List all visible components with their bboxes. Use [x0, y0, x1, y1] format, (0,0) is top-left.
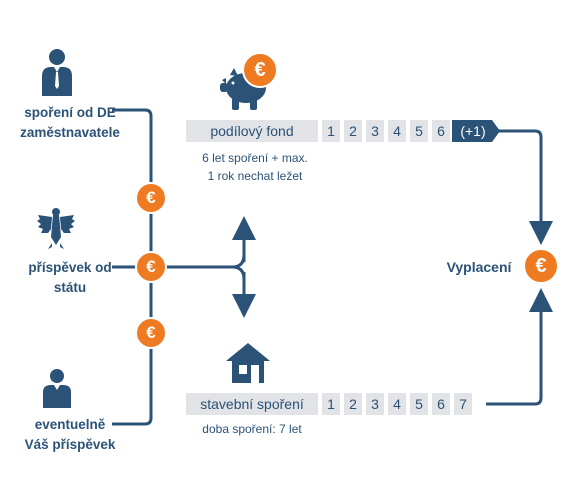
fund-label: podílový fond — [186, 120, 318, 142]
building-year-cell: 5 — [410, 393, 428, 415]
building-year-cell: 3 — [366, 393, 384, 415]
source-employer-label: spoření od DE zaměstnavatele — [20, 105, 120, 140]
euro-coin-icon: € — [523, 248, 559, 284]
fund-note: 6 let spoření + max. 1 rok nechat ležet — [202, 151, 308, 183]
fund-year-cell: 4 — [388, 120, 406, 142]
person-icon — [43, 369, 71, 408]
house-icon — [226, 343, 270, 383]
building-year-cell: 2 — [344, 393, 362, 415]
source-own-label: eventuelně Váš příspěvek — [24, 417, 116, 452]
payout-label: Vyplacení — [446, 259, 512, 275]
businessman-icon — [42, 49, 72, 96]
fund-extra-year-label: (+1) — [460, 123, 486, 139]
fund-payout-arrow — [486, 129, 553, 245]
fund-year-cell: 3 — [366, 120, 384, 142]
state-connector-line — [112, 254, 246, 269]
eagle-emblem-icon — [37, 208, 75, 249]
euro-coin-icon: € — [135, 317, 167, 349]
fund-year-cell: 2 — [344, 120, 362, 142]
building-payout-arrow — [486, 288, 553, 406]
building-year-cell: 4 — [388, 393, 406, 415]
fund-year-cell: 1 — [322, 120, 340, 142]
source-state-label: příspěvek od státu — [28, 260, 112, 295]
building-note: doba spoření: 7 let — [202, 422, 302, 436]
building-savings-label: stavební spoření — [186, 393, 318, 415]
building-year-cell: 6 — [432, 393, 450, 415]
euro-coin-icon: € — [135, 182, 167, 214]
fund-extra-year-tag — [452, 120, 500, 142]
building-year-cell: 7 — [454, 393, 472, 415]
building-year-cell: 1 — [322, 393, 340, 415]
fund-year-cell: 5 — [410, 120, 428, 142]
euro-coin-icon: € — [135, 251, 167, 283]
euro-coin-icon: € — [242, 52, 278, 88]
fund-year-cell: 6 — [432, 120, 450, 142]
